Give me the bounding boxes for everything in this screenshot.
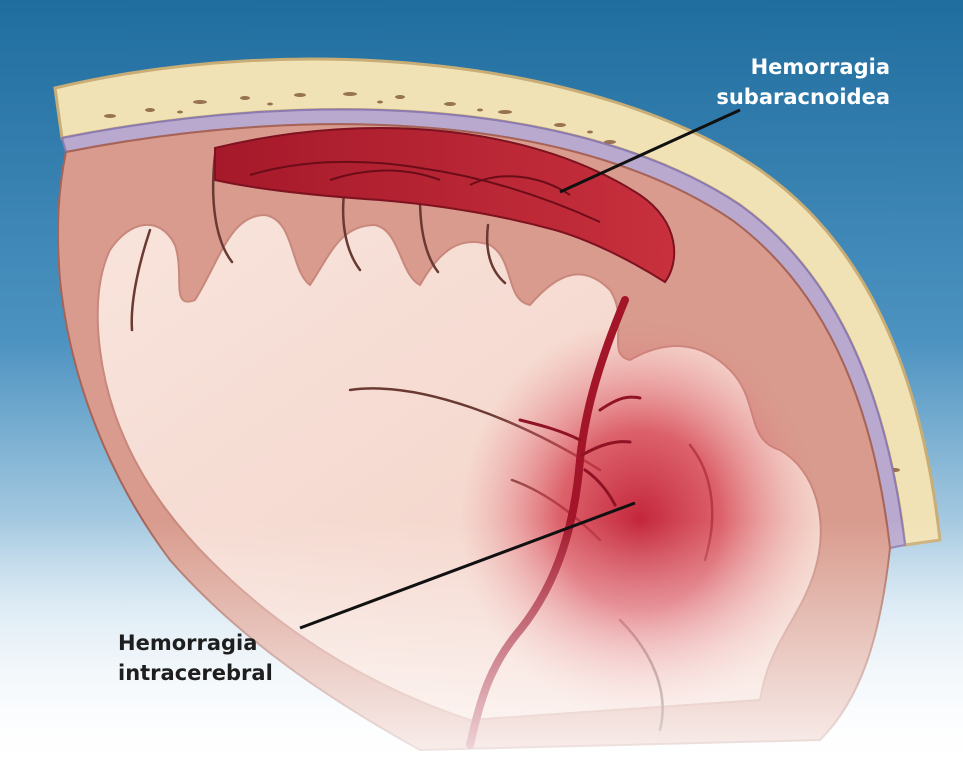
label-subarachnoid-line2: subaracnoidea	[700, 82, 890, 112]
label-intracerebral-line1: Hemorragia	[118, 628, 318, 658]
label-intracerebral-hemorrhage: Hemorragia intracerebral	[118, 628, 318, 688]
label-subarachnoid-hemorrhage: Hemorragia subaracnoidea	[700, 52, 890, 112]
label-intracerebral-line2: intracerebral	[118, 658, 318, 688]
label-subarachnoid-line1: Hemorragia	[700, 52, 890, 82]
